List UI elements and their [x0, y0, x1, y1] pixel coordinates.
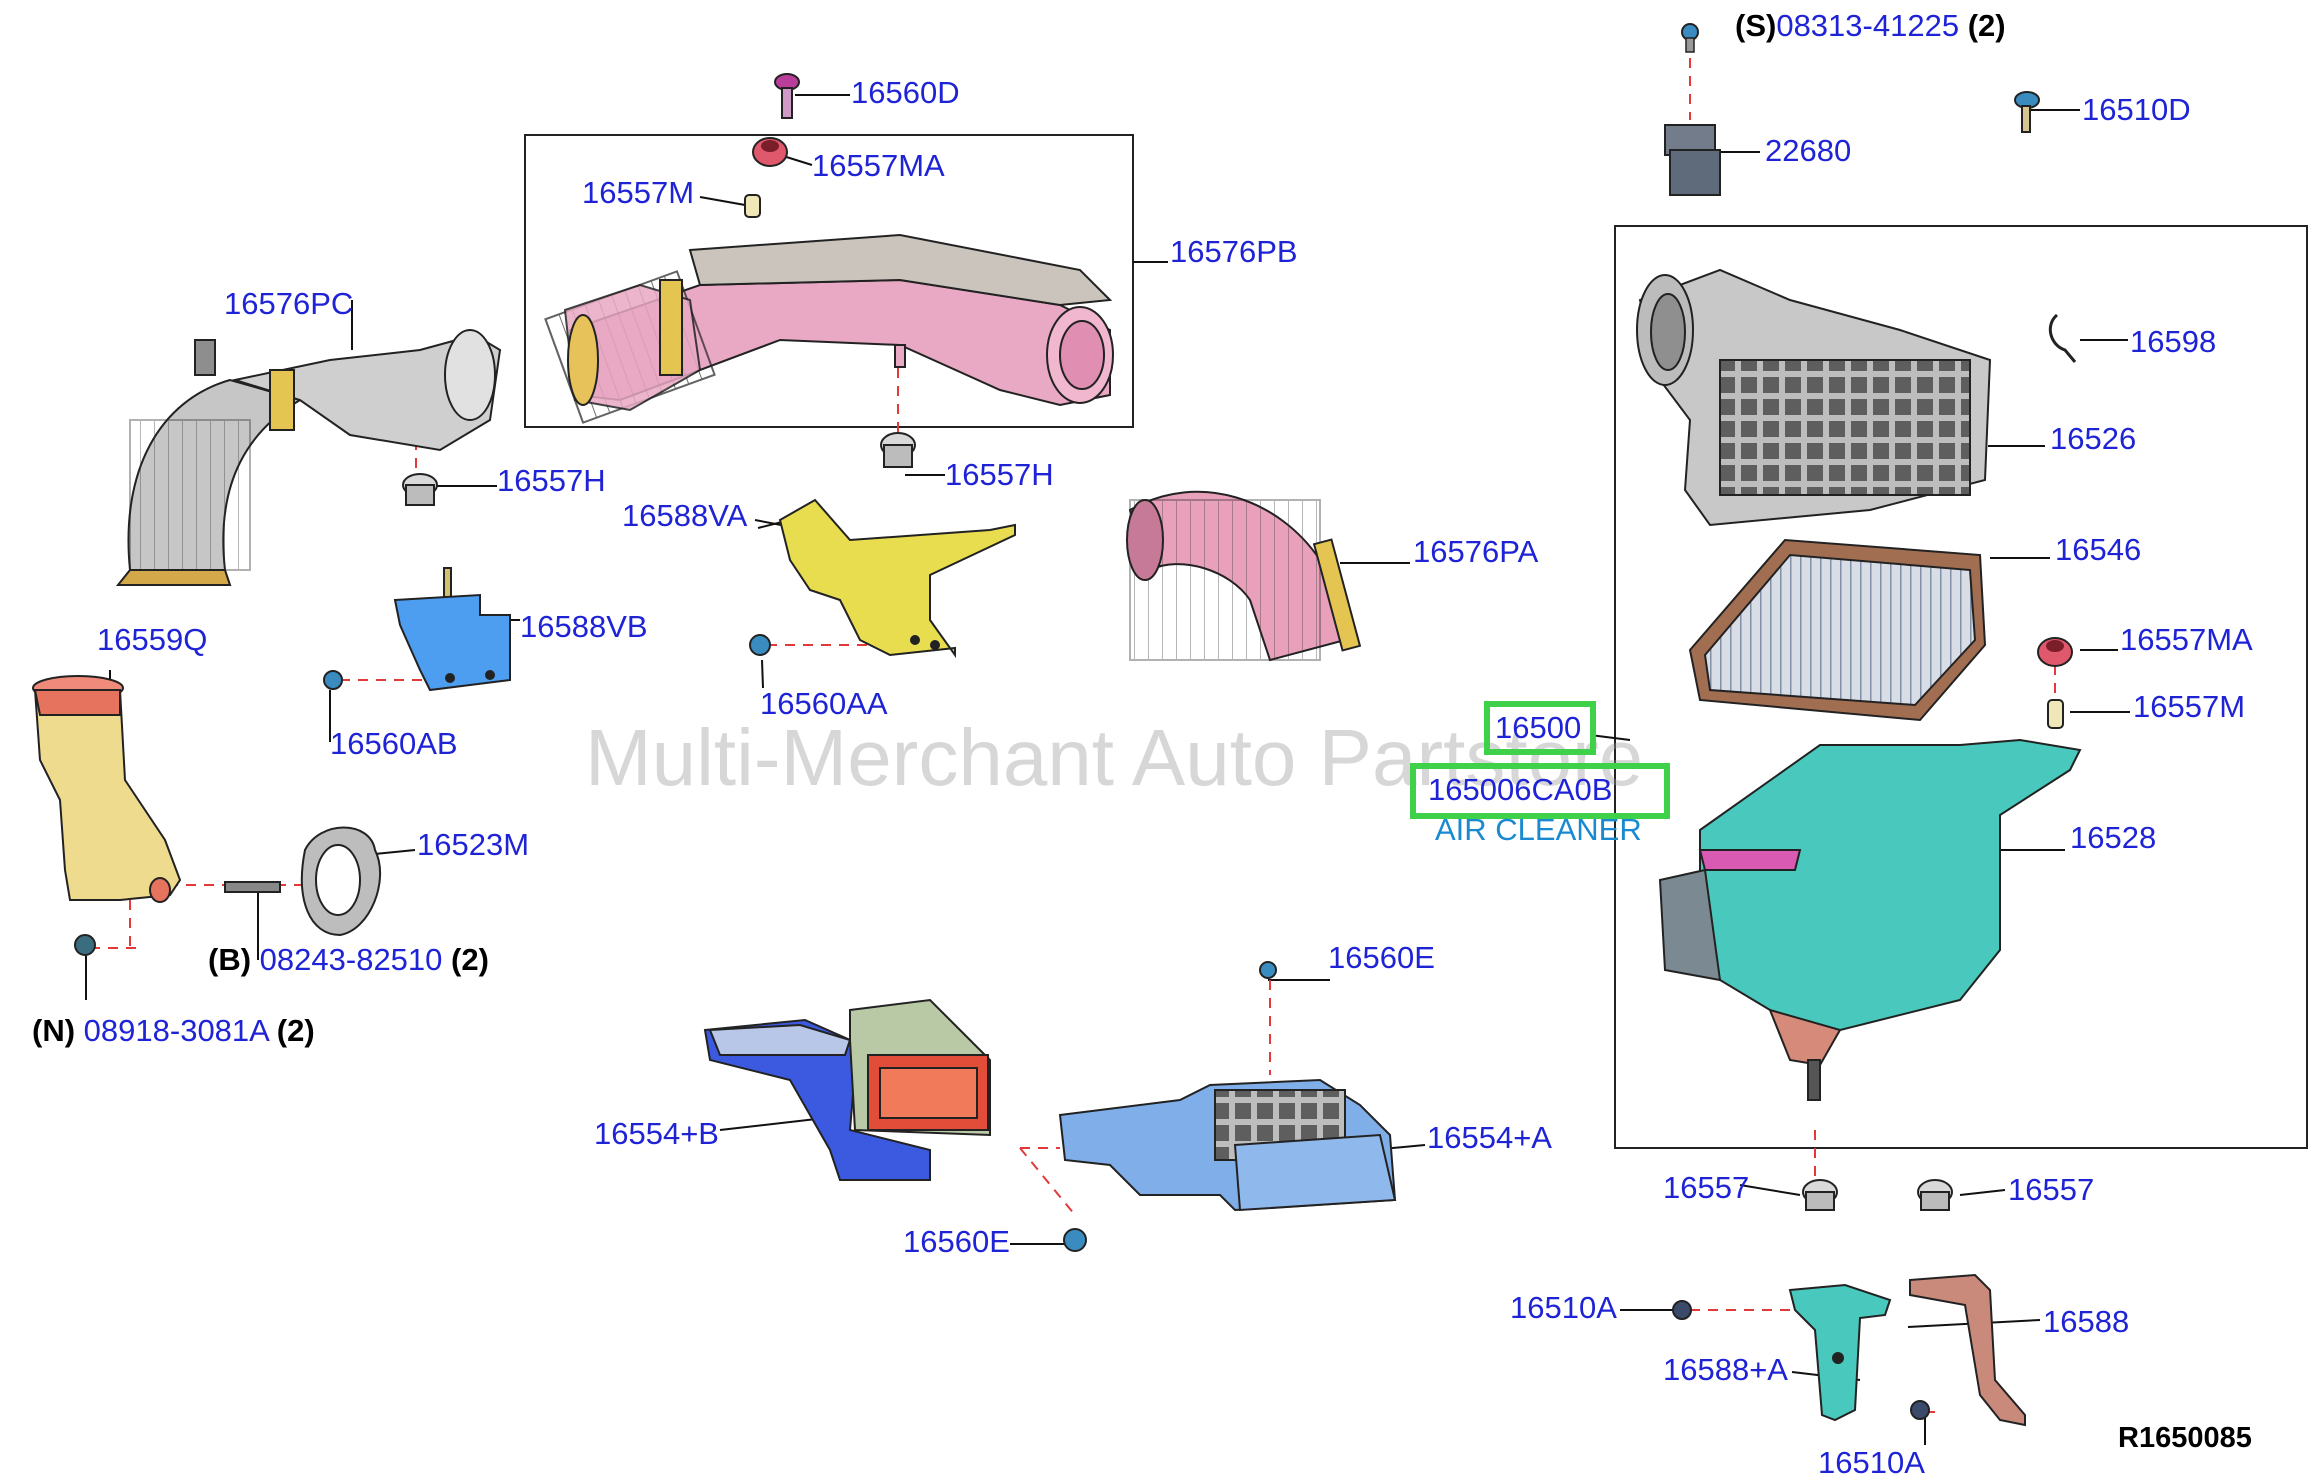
duct-16554B	[703, 998, 991, 1181]
grommet-16557MA-top	[752, 137, 788, 167]
part-08243-82510[interactable]: 08243-82510	[259, 942, 443, 977]
label-08918-3081A: (N) 08918-3081A (2)	[32, 1013, 315, 1049]
label-16560E-bot[interactable]: 16560E	[903, 1224, 1010, 1259]
label-16546[interactable]: 16546	[2055, 532, 2142, 567]
label-16557-left[interactable]: 16557	[1663, 1170, 1750, 1205]
watermark: Multi-Merchant Auto Partstore	[585, 713, 1644, 802]
resonator-16559Q	[32, 675, 182, 903]
grommet-16557H-mid	[880, 432, 916, 468]
label-16576PB[interactable]: 16576PB	[1170, 234, 1298, 269]
label-22680[interactable]: 22680	[1765, 133, 1852, 168]
lower-case-16528	[1658, 738, 2082, 1101]
label-16557H-mid[interactable]: 16557H	[945, 457, 1054, 492]
clip-16598	[2048, 313, 2077, 363]
label-16588A[interactable]: 16588+A	[1663, 1352, 1788, 1387]
label-16557M-right[interactable]: 16557M	[2133, 689, 2246, 724]
label-16576PA[interactable]: 16576PA	[1413, 534, 1539, 569]
label-16528[interactable]: 16528	[2070, 820, 2157, 855]
grommet-16557-right	[1917, 1179, 1953, 1211]
qty-08243: (2)	[451, 942, 489, 977]
bolt-16560E-top	[1259, 961, 1277, 979]
duct-16576PB	[544, 233, 1114, 424]
label-16557MA-right[interactable]: 16557MA	[2120, 622, 2253, 657]
air-cleaner-frame	[1614, 225, 2308, 1149]
label-16554B[interactable]: 16554+B	[594, 1116, 719, 1151]
bracket-16588VA	[778, 498, 1016, 659]
prefix-s: (S)	[1735, 8, 1777, 43]
label-16560E-top[interactable]: 16560E	[1328, 940, 1435, 975]
bolt-16510A-left	[1672, 1300, 1692, 1320]
label-16557-right[interactable]: 16557	[2008, 1172, 2095, 1207]
highlight-16500	[1484, 701, 1596, 755]
part-08918-3081A[interactable]: 08918-3081A	[83, 1013, 269, 1048]
prefix-n: (N)	[32, 1013, 76, 1048]
stud-08243	[224, 881, 281, 893]
label-16588VA[interactable]: 16588VA	[622, 498, 748, 533]
bolt-16560AA	[749, 634, 771, 656]
duct-16554A	[1058, 1078, 1397, 1212]
collar-16557M-top	[744, 194, 761, 218]
label-08313-41225: (S)08313-41225 (2)	[1735, 8, 2006, 44]
bolt-16560D	[774, 73, 800, 119]
diagram-reference: R1650085	[2118, 1422, 2252, 1454]
gasket-16523M	[300, 826, 381, 937]
bolt-16510D	[2014, 91, 2040, 133]
label-16510D[interactable]: 16510D	[2082, 92, 2191, 127]
label-16598[interactable]: 16598	[2130, 324, 2217, 359]
nut-08918	[74, 934, 96, 956]
upper-case-16526	[1636, 268, 1992, 527]
highlight-165006CA0B	[1410, 763, 1670, 819]
bolt-16510A-bot	[1910, 1400, 1930, 1420]
label-16557H-left[interactable]: 16557H	[497, 463, 606, 498]
label-16557M-top[interactable]: 16557M	[582, 175, 695, 210]
label-16510A-left[interactable]: 16510A	[1510, 1290, 1617, 1325]
label-16523M[interactable]: 16523M	[417, 827, 530, 862]
label-16554A[interactable]: 16554+A	[1427, 1120, 1552, 1155]
prefix-b: (B)	[208, 942, 252, 977]
grommet-16557-left	[1802, 1179, 1838, 1211]
grommet-16557MA-right	[2037, 637, 2073, 667]
label-16588VB[interactable]: 16588VB	[520, 609, 648, 644]
collar-16557M-right	[2047, 699, 2064, 729]
label-16559Q[interactable]: 16559Q	[97, 622, 208, 657]
label-air-cleaner: AIR CLEANER	[1435, 812, 1642, 847]
upper-duct-frame	[524, 134, 1134, 428]
hose-16576PA	[1126, 490, 1362, 662]
bracket-16588VB	[393, 567, 511, 692]
label-16500[interactable]: 16500	[1495, 710, 1582, 745]
label-165006CA0B[interactable]: 165006CA0B	[1428, 772, 1613, 807]
label-16560AA[interactable]: 16560AA	[760, 686, 888, 721]
bolt-16560AB	[323, 670, 343, 690]
label-08243-82510: (B) 08243-82510 (2)	[208, 942, 489, 978]
label-16576PC[interactable]: 16576PC	[224, 286, 354, 321]
label-16510A-bot[interactable]: 16510A	[1818, 1445, 1925, 1480]
label-16560D[interactable]: 16560D	[851, 75, 960, 110]
qty-08918: (2)	[276, 1013, 315, 1048]
label-16557MA-top[interactable]: 16557MA	[812, 148, 945, 183]
filter-16546	[1688, 538, 1987, 722]
sensor-22680	[1664, 124, 1721, 196]
label-16560AB[interactable]: 16560AB	[330, 726, 458, 761]
bracket-16588	[1909, 1273, 2026, 1427]
grommet-16557H-left	[402, 473, 438, 506]
part-08313-41225[interactable]: 08313-41225	[1776, 8, 1960, 43]
label-16526[interactable]: 16526	[2050, 421, 2137, 456]
label-16588[interactable]: 16588	[2043, 1304, 2130, 1339]
bracket-16588A	[1788, 1283, 1892, 1422]
duct-16576PC	[115, 329, 502, 586]
bolt-16560E-bot	[1063, 1228, 1087, 1252]
bolt-08313	[1681, 23, 1699, 53]
qty-08313: (2)	[1967, 8, 2006, 43]
